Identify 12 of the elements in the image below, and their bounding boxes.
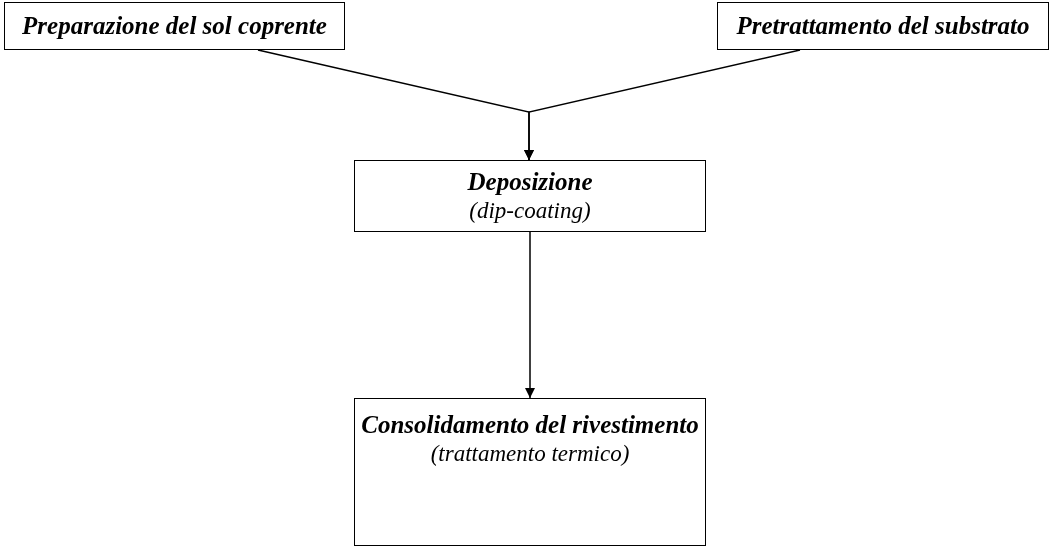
- step-note: (dip-coating): [469, 197, 591, 226]
- step-title: Deposizione: [467, 167, 593, 197]
- step-title: Pretrattamento del substrato: [736, 11, 1030, 42]
- step-title: Consolidamento del rivestimento: [361, 410, 699, 440]
- process-box: [354, 398, 706, 546]
- arrow: [525, 231, 535, 399]
- process-box: [4, 2, 345, 50]
- process-box: [354, 160, 706, 232]
- arrow: [524, 49, 801, 161]
- process-box: [717, 2, 1049, 50]
- step-note: (trattamento termico): [430, 440, 630, 469]
- step-title: Preparazione del sol coprente: [22, 11, 327, 42]
